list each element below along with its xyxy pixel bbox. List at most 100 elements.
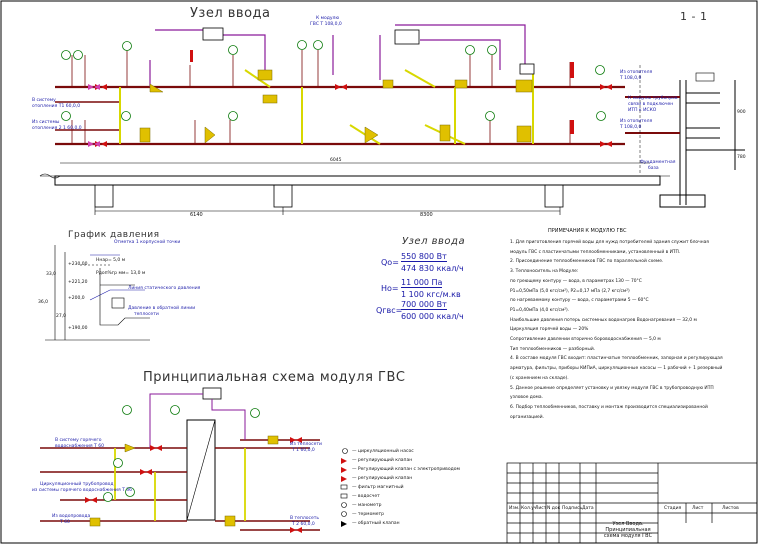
legend-block: — циркуляционный насос — регулирующий кл… — [352, 447, 460, 528]
formula-qgvs-label: Qгвс= — [376, 306, 403, 315]
legend-item: — термометр — [352, 512, 384, 517]
formula-qgvs-bottom: 600 000 ккал/ч — [401, 312, 464, 321]
label-left-top-3: Из системы — [32, 120, 60, 125]
pressure-note-3: Линия статического давления — [128, 286, 201, 291]
label-right-3: Из отопителя — [620, 119, 653, 124]
label-fund-2: база — [648, 166, 659, 171]
dim-1: 6140 — [190, 212, 203, 218]
label-sch-l4: из системы горячего водоснабжения Т 36 — [32, 488, 132, 493]
pressure-note-5: теплосети — [134, 312, 159, 317]
legend-symbols — [340, 448, 348, 527]
note-line: (с хранением на складе). — [510, 375, 569, 381]
note-line: модуль ГВС с пластинчатыми теплообменник… — [510, 249, 681, 255]
label-right-top-2: ГВС Т 108,0,0 — [310, 22, 342, 27]
title-scheme: Принципиальная схема модуля ГВС — [143, 370, 406, 385]
stamp-col-2: Лист — [535, 506, 547, 511]
label-sch-l6: Т 60 — [60, 520, 70, 525]
label-sch-r4: Т 2 60,0,0 — [292, 522, 315, 527]
stamp-title: Узел Ввода. Принципиальная схема модуля … — [600, 521, 656, 539]
note-line: Тип теплообменников — разборный. — [510, 346, 596, 352]
stamp-sheet: Лист — [692, 506, 704, 511]
label-right-2: Т 108,0,0 — [620, 76, 642, 81]
label-fund: Фундаментная — [640, 160, 676, 165]
legend-item: — манометр — [352, 503, 382, 508]
note-line: 6. Подбор теплообменников, поставку и мо… — [510, 404, 708, 410]
pressure-note-1: Hнар= 5,0 м — [96, 258, 126, 263]
pressure-axis-1: 33,0 — [46, 272, 57, 277]
dim-2: 8300 — [420, 212, 433, 218]
formula-h-top: 11 000 Па — [401, 278, 443, 288]
note-line: Сопротивление давлении вторично бороводо… — [510, 337, 661, 343]
note-line: Р1=0,40мПа (4,0 кгс/см²). — [510, 307, 570, 313]
pressure-elev-4: +190,00 — [68, 326, 88, 331]
note-line: Наибольшие давления потерь системных вод… — [510, 317, 697, 323]
formula-h-label: Hо= — [381, 284, 399, 293]
label-sch-r2: Т 1 60,0,0 — [292, 448, 315, 453]
pressure-elev-3: +200,0 — [68, 296, 85, 301]
note-line: 5. Данное решение определяет установку и… — [510, 385, 714, 391]
note-line: по греющему контуру — вода, в параметрах… — [510, 278, 642, 284]
title-pressure: График давления — [68, 230, 160, 240]
pressure-label-top: Отметка 1 корпусной точки — [114, 240, 181, 245]
label-sch-l5: Из водопровода — [52, 514, 91, 519]
stamp-col-4: Подпись — [562, 506, 583, 511]
formula-q-bottom: 474 830 ккал/ч — [401, 264, 464, 273]
label-left-top-4: отопления 2 1 60,0,0 — [32, 126, 82, 131]
pressure-elev-1: +230,00 — [68, 262, 88, 267]
pressure-note-2: Рдоп%гр мм= 13,0 м — [96, 271, 146, 276]
label-sch-r3: В теплосеть — [290, 516, 319, 521]
legend-item: — фильтр магнитный — [352, 485, 404, 490]
pressure-axis-2: 36,0 — [38, 300, 49, 305]
title-input: Узел ввода — [402, 236, 466, 247]
formula-q-label: Qо= — [381, 258, 399, 267]
dim-4: 900 — [737, 110, 746, 115]
legend-item: — обратный клапан — [352, 521, 400, 526]
label-left-top-2: отопления Т1 60,0,0 — [32, 104, 81, 109]
stamp-col-0: Изм. — [509, 506, 520, 511]
legend-item: — Регулирующий клапан с электроприводом — [352, 467, 460, 472]
label-right-side-1: К модулю трубопров — [628, 96, 678, 101]
label-sch-l2: водоснабжения Т 60 — [55, 444, 104, 449]
note-line: организацией. — [510, 414, 545, 420]
pressure-elev-2: +221,20 — [68, 280, 88, 285]
label-sch-l3: Циркуляционный трубопровод — [40, 482, 114, 487]
note-line: Р1=0,50мПа (5,0 кгс/см²), Р2=0,17 мПа (2… — [510, 288, 630, 294]
section-mark: 1 - 1 — [680, 10, 708, 23]
stamp-sheets: Листов — [722, 506, 739, 511]
label-sch-l1: В систему горячего — [55, 438, 102, 443]
title-block — [506, 462, 758, 544]
dim-5: 780 — [737, 155, 746, 160]
label-right-1: Из отопителя — [620, 70, 653, 75]
pressure-note-4: Давление в обратной линии — [128, 306, 196, 311]
note-line: 1. Для приготовления горячей воды для ну… — [510, 240, 709, 245]
note-line: узловое дома. — [510, 395, 543, 401]
legend-item: — регулирующий клапан — [352, 458, 413, 463]
pressure-axis-3: 27,0 — [56, 314, 67, 319]
stamp-col-3: N док — [547, 506, 561, 511]
pressure-graph — [45, 245, 150, 341]
stamp-title-2: Принципиальная схема модуля ГВС — [603, 527, 653, 539]
label-right-side-3: ИТП к ИСКО — [628, 108, 657, 113]
module-scheme — [40, 387, 320, 533]
note-line: арматура, фильтры, приборы КИПиА, циркул… — [510, 366, 723, 372]
legend-item: — циркуляционный насос — [352, 449, 414, 454]
stamp-stage: Стадия — [664, 506, 682, 511]
stamp-col-1: Кол.уч — [521, 506, 537, 511]
note-line: Циркуляция горячей воды — 20% — [510, 327, 589, 333]
formula-h-bottom: 1 100 кгс/м.кв — [401, 290, 461, 299]
note-line: 3. Теплоноситель на Модуле: — [510, 269, 579, 275]
note-line: 2. Присоединение теплообменников ГВС по … — [510, 259, 664, 265]
formula-qgvs-top: 700 000 Вт — [401, 300, 447, 310]
label-sch-r1: Из теплосети — [290, 442, 322, 447]
title-node: Узел ввода — [190, 6, 271, 21]
stamp-title-1: Узел Ввода. — [612, 521, 644, 527]
stamp-col-5: Дата — [582, 506, 594, 511]
label-right-side-2: связи в подключен — [628, 102, 674, 107]
label-right-4: Т 108,0,0 — [620, 125, 642, 130]
dim-3: 6045 — [330, 158, 342, 163]
notes-heading: ПРИМЕЧАНИЯ К МОДУЛЮ ГВС — [548, 228, 627, 234]
note-line: 4. В составе модуля ГВС входит: пластинч… — [510, 356, 723, 362]
label-right-top: К модулю — [316, 16, 340, 21]
legend-item: — водосчет — [352, 494, 380, 499]
